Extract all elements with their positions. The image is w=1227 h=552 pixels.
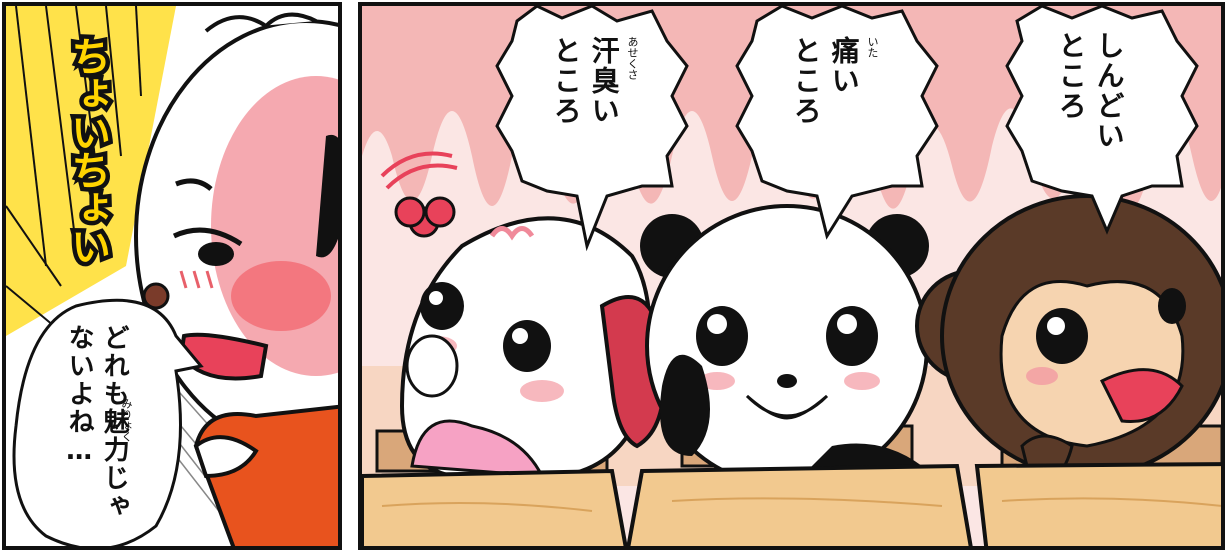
bubble-tough-shape [1005, 6, 1199, 235]
bubble-tough-line-1: しんどい [1092, 31, 1126, 151]
bubble-sweaty-line-2: ところ [549, 36, 583, 126]
panda-character [640, 204, 929, 488]
left-bubble-line-1: どれも魅力じゃ [99, 324, 130, 520]
angry-character-face [134, 12, 338, 546]
left-speech-bubble [12, 298, 204, 546]
bubble-sweaty-shape [495, 6, 689, 252]
bubble-painful-text: 痛い ところ [787, 36, 863, 176]
bubble-sweaty-ruby: あせくさ [626, 36, 639, 80]
left-panel-art [6, 6, 338, 546]
left-bubble-text: どれも魅力じゃ ないよね… [61, 324, 131, 534]
right-panel: 汗臭い ところ あせくさ 痛い ところ いた しんどい ところ [358, 2, 1225, 550]
bubble-painful-ruby: いた [866, 36, 879, 58]
left-bubble-ruby: みりょく [120, 398, 133, 442]
dog-character [380, 151, 667, 478]
desks [362, 462, 1221, 546]
bubble-sweaty-line-1: 汗臭い [587, 36, 621, 126]
bubble-painful-line-1: 痛い [827, 36, 861, 96]
bubble-painful-shape [735, 6, 939, 240]
left-panel: ちょいちょい どれも魅力じゃ ないよね… みりょく [2, 2, 342, 550]
right-panel-art [362, 6, 1221, 546]
monkey-character [915, 194, 1221, 488]
bubble-tough-line-2: ところ [1054, 31, 1088, 121]
sfx-choi-choi: ちょいちょい [60, 32, 115, 269]
yellow-speed-lines [6, 6, 176, 337]
bubble-tough-text: しんどい ところ [1052, 31, 1128, 181]
left-bubble-line-2: ないよね… [64, 324, 95, 468]
bubble-sweaty-text: 汗臭い ところ [547, 36, 623, 176]
bubble-painful-line-2: ところ [789, 36, 823, 126]
